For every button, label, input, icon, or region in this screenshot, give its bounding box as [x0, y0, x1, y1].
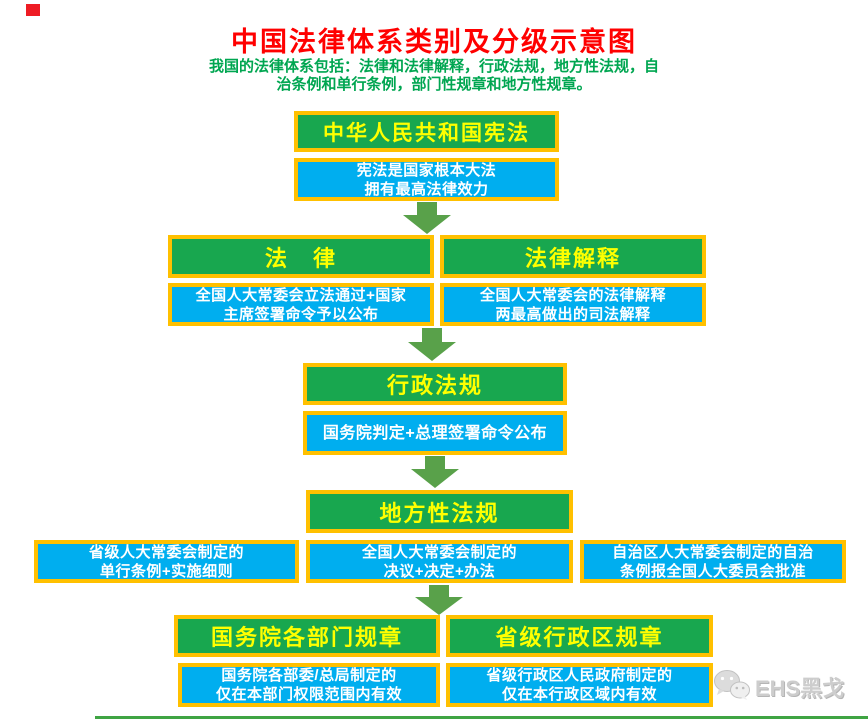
down-arrow-icon [410, 456, 460, 488]
constitution-desc-line-2: 拥有最高法律效力 [364, 180, 489, 198]
local-regulation-center-box: 全国人大常委会制定的 决议+决定+办法 [306, 540, 573, 583]
down-arrow-icon [414, 585, 464, 615]
local-center-line-2: 决议+决定+办法 [383, 562, 496, 580]
interpretation-desc-line-1: 全国人大常委会的法律解释 [479, 286, 666, 304]
constitution-desc-box: 宪法是国家根本大法 拥有最高法律效力 [294, 158, 559, 201]
admin-regulation-header-box: 行政法规 [303, 363, 567, 405]
red-corner-mark [26, 4, 40, 16]
local-right-line-2: 条例报全国人大委员会批准 [619, 562, 806, 580]
provincial-rules-desc-line-1: 省级行政区人民政府制定的 [486, 667, 673, 684]
ministry-rules-desc-line-1: 国务院各部委/总局制定的 [221, 667, 397, 684]
wechat-icon [713, 669, 750, 706]
admin-regulation-desc-box: 国务院判定+总理签署命令公布 [303, 411, 567, 455]
provincial-rules-title: 省级行政区规章 [495, 625, 664, 650]
watermark: EHS黑戈 [713, 668, 863, 706]
law-header-box: 法 律 [168, 235, 434, 278]
law-desc-line-1: 全国人大常委会立法通过+国家 [195, 286, 407, 304]
ministry-rules-desc-box: 国务院各部委/总局制定的 仅在本部门权限范围内有效 [178, 663, 440, 707]
local-regulation-left-box: 省级人大常委会制定的 单行条例+实施细则 [34, 540, 299, 583]
local-regulation-right-box: 自治区人大常委会制定的自治 条例报全国人大委员会批准 [580, 540, 846, 583]
down-arrow-icon [402, 202, 452, 234]
bottom-divider-line [95, 716, 868, 719]
interpretation-header-box: 法律解释 [440, 235, 706, 278]
subtitle-line-1: 我国的法律体系包括：法律和法律解释，行政法规，地方性法规，自 [208, 58, 659, 75]
admin-regulation-desc: 国务院判定+总理签署命令公布 [322, 424, 548, 442]
constitution-desc-line-1: 宪法是国家根本大法 [356, 161, 497, 179]
provincial-rules-desc-box: 省级行政区人民政府制定的 仅在本行政区域内有效 [446, 663, 713, 707]
watermark-text: EHS黑戈 [755, 676, 845, 701]
local-regulation-title: 地方性法规 [379, 500, 500, 526]
admin-regulation-title: 行政法规 [386, 373, 483, 398]
local-center-line-1: 全国人大常委会制定的 [361, 543, 517, 561]
interpretation-desc-box: 全国人大常委会的法律解释 两最高做出的司法解释 [440, 283, 706, 326]
constitution-header-box: 中华人民共和国宪法 [294, 111, 559, 152]
interpretation-title: 法律解释 [524, 245, 621, 271]
local-left-line-2: 单行条例+实施细则 [99, 562, 234, 580]
page-title: 中国法律体系类别及分级示意图 [231, 27, 637, 57]
interpretation-desc-line-2: 两最高做出的司法解释 [495, 305, 651, 323]
law-desc-line-2: 主席签署命令予以公布 [223, 305, 379, 323]
local-left-line-1: 省级人大常委会制定的 [88, 543, 244, 561]
local-right-line-1: 自治区人大常委会制定的自治 [612, 543, 814, 561]
law-title: 法 律 [264, 245, 337, 271]
page-subtitle: 我国的法律体系包括：法律和法律解释，行政法规，地方性法规，自 治条例和单行条例，… [0, 58, 868, 94]
law-desc-box: 全国人大常委会立法通过+国家 主席签署命令予以公布 [168, 283, 434, 326]
provincial-rules-desc-line-2: 仅在本行政区域内有效 [501, 686, 657, 703]
ministry-rules-title: 国务院各部门规章 [210, 625, 403, 650]
ministry-rules-desc-line-2: 仅在本部门权限范围内有效 [215, 686, 402, 703]
down-arrow-icon [407, 328, 457, 361]
provincial-rules-header-box: 省级行政区规章 [446, 615, 713, 657]
constitution-title: 中华人民共和国宪法 [323, 121, 530, 145]
local-regulation-header-box: 地方性法规 [306, 490, 573, 533]
ministry-rules-header-box: 国务院各部门规章 [174, 615, 440, 657]
subtitle-line-2: 治条例和单行条例，部门性规章和地方性规章。 [276, 76, 592, 93]
